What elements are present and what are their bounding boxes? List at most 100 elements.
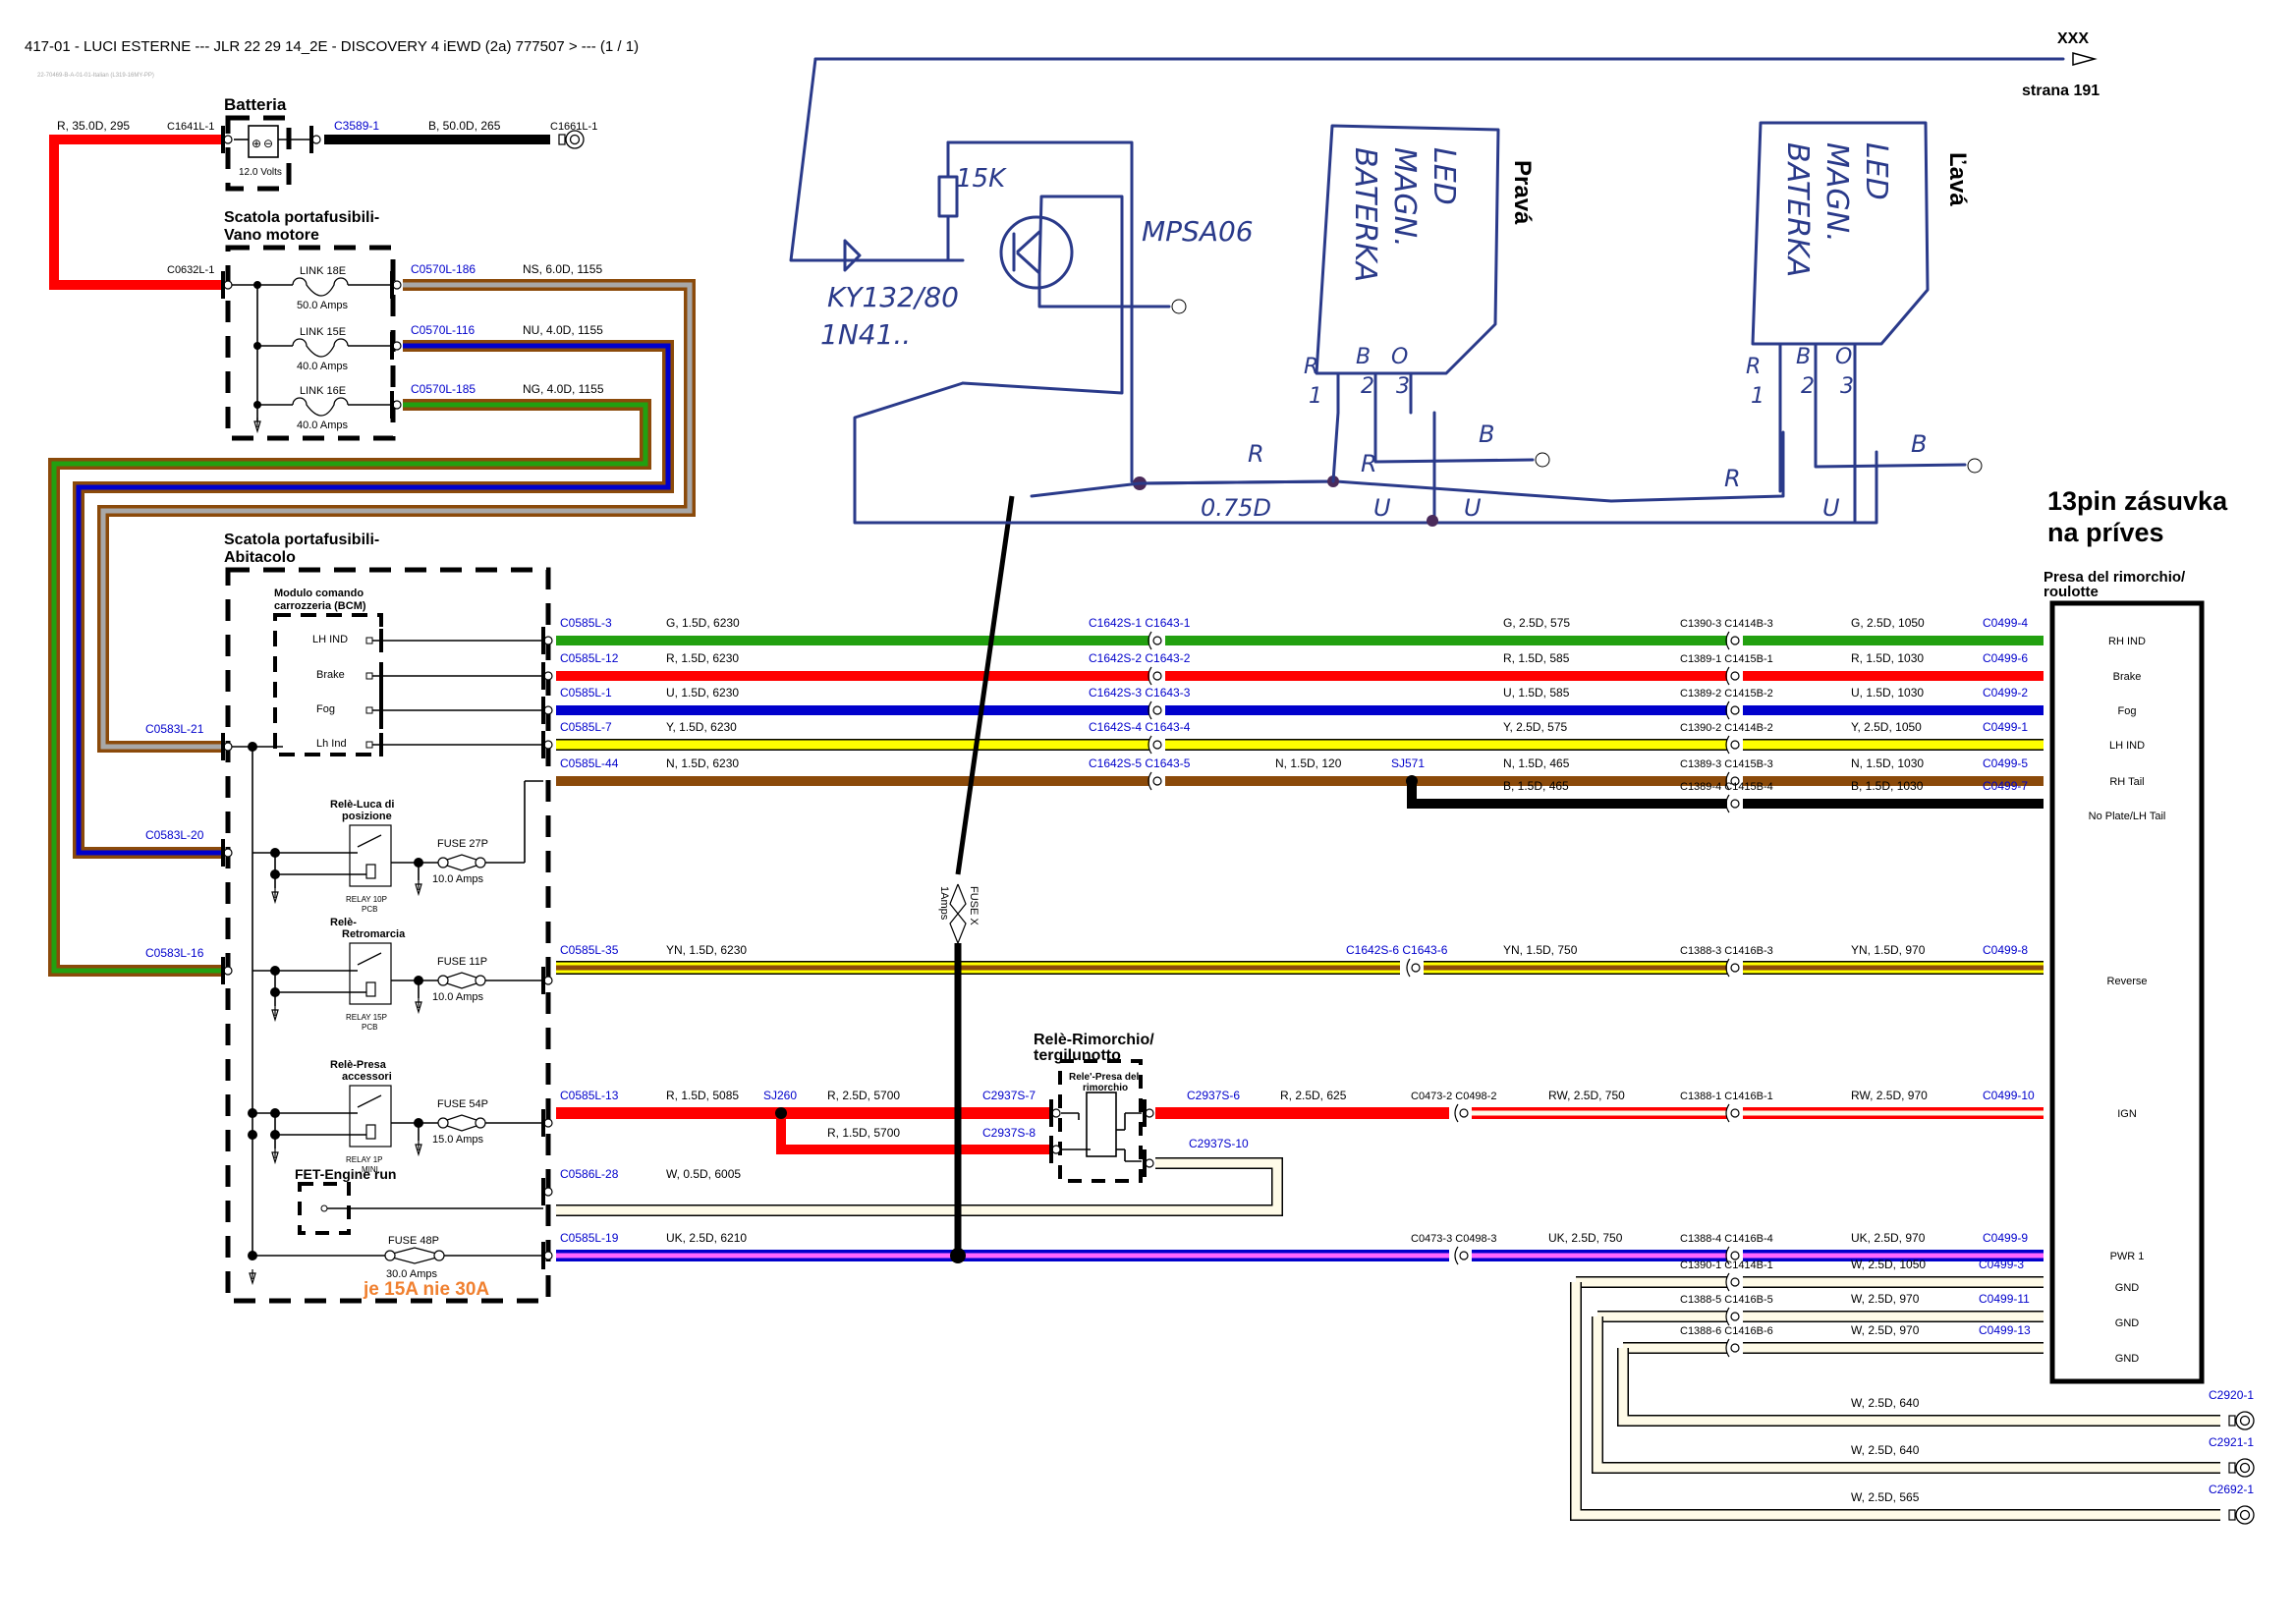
socket-pin-label: Reverse: [2107, 976, 2148, 987]
diagram-title: 417-01 - LUCI ESTERNE --- JLR 22 29 14_2…: [25, 38, 639, 55]
wire-label: R, 1.5D, 5085: [666, 1089, 739, 1102]
inline-connector-icon: [1725, 666, 1730, 686]
transistor-model: MPSA06: [1142, 215, 1254, 248]
relay-title: posizione: [342, 811, 392, 822]
inline-connector-icon: [1725, 1272, 1730, 1292]
splice-dot: [950, 1248, 966, 1263]
wire-trailer-relay-feedback: [556, 1158, 1282, 1215]
inline-connector-pin: [1459, 1251, 1469, 1260]
pen-wire-red: [1030, 430, 1785, 503]
offpage-label: XXX: [2057, 30, 2089, 47]
wire-label: G, 2.5D, 575: [1503, 616, 1570, 630]
inline-connector-icon: [1725, 1307, 1730, 1326]
chassis-ground-icon: [415, 880, 422, 897]
pen-wire-red-2: [1138, 479, 1338, 485]
battery-title: Batteria: [224, 95, 287, 114]
socket-conn: C0499-7: [1983, 779, 2028, 793]
wire-letter: R: [1724, 465, 1741, 492]
engine-fusebox-title-2: Vano motore: [224, 227, 319, 244]
circuit-start-conn: C0585L-13: [560, 1089, 619, 1102]
wire-letter: U: [1464, 494, 1482, 522]
relay-coil: [365, 864, 376, 879]
terminal-icon: [1051, 1108, 1061, 1118]
fuse-rating: 10.0 Amps: [432, 873, 483, 885]
ground-terminal-tab: [2228, 1415, 2236, 1427]
ground-terminal-icon: [1967, 458, 1983, 474]
inline-connector-pin: [1730, 740, 1740, 750]
chassis-ground-icon: [415, 998, 422, 1015]
wire-label: W, 2.5D, 640: [1851, 1396, 1920, 1410]
relay-type: MINI: [362, 1165, 378, 1174]
pen-junction-dot: [1427, 515, 1438, 527]
fet-engine-run-label: FET-Engine run: [295, 1166, 396, 1182]
relay-coil: [365, 981, 376, 997]
wire-label: W, 0.5D, 6005: [666, 1167, 741, 1181]
link-rating: 40.0 Amps: [297, 361, 348, 372]
relay-conn: C2937S-7: [982, 1089, 1036, 1102]
pin-label: 2: [1361, 374, 1374, 399]
link-rating: 40.0 Amps: [297, 420, 348, 431]
socket-conn: C0499-13: [1979, 1323, 2031, 1337]
pen-wire-loop-bottom: [853, 381, 1878, 525]
cabin-fusebox-title-1: Scatola portafusibili-: [224, 532, 379, 548]
battery: Batteria ⊕ ⊖ 12.0 Volts R, 35.0D, 295 C1…: [57, 95, 597, 192]
chassis-ground-icon: [271, 1006, 279, 1023]
led-left-label: Ľavá: [1944, 152, 1971, 206]
terminal-icon: [223, 742, 233, 752]
ground-terminal-tab: [558, 134, 566, 145]
chassis-ground-icon: [249, 1269, 256, 1286]
socket-heading-2: na príves: [2047, 518, 2164, 547]
bus-dot: [248, 1130, 257, 1140]
inline-conn-label: C1389-2 C1415B-2: [1680, 688, 1773, 700]
fusible-link-icon: [292, 397, 349, 417]
pin-label: 3: [1840, 374, 1854, 399]
relay-conn: C2937S-8: [982, 1126, 1036, 1140]
inline-conn-label: C1389-4 C1415B-4: [1680, 781, 1773, 793]
inline-connector-icon: [1148, 666, 1152, 686]
harness-ns-stripe: [100, 282, 693, 750]
fuse-correction-note: je 15A nie 30A: [363, 1279, 489, 1300]
pen-wire-collector: [946, 140, 1134, 483]
wire-label: R, 1.5D, 6230: [666, 651, 739, 665]
ground-terminal-inner: [2239, 1462, 2251, 1474]
terminal-icon: [543, 705, 553, 715]
terminal-icon: [543, 1118, 553, 1128]
wire-label: G, 1.5D, 6230: [666, 616, 740, 630]
bcm-title-2: carrozzeria (BCM): [274, 600, 366, 612]
offpage-reference: XXX strana 191: [2022, 30, 2100, 99]
led-module-left: [1751, 121, 1930, 346]
circuit-start-conn: C0585L-1: [560, 686, 612, 700]
wire-letter: R: [1248, 440, 1264, 468]
trailer-relay-title-1: Relè-Rimorchio/: [1034, 1032, 1154, 1048]
fet-pin-icon: [320, 1204, 328, 1212]
inline-connector-icon: [1148, 735, 1152, 755]
trailer-relay-inner-2: rimorchio: [1083, 1083, 1128, 1093]
inline-connector-icon: [1725, 735, 1730, 755]
terminal-icon: [1145, 1108, 1154, 1118]
led-module-right: [1315, 124, 1500, 375]
wire-label: YN, 1.5D, 970: [1851, 943, 1926, 957]
wire-label: R, 1.5D, 1030: [1851, 651, 1924, 665]
relay-title: Relè-: [330, 917, 357, 928]
inline-connector-pin: [1152, 740, 1162, 750]
relay-switch: [357, 952, 382, 966]
inline-conn-label: C1388-5 C1416B-5: [1680, 1294, 1773, 1306]
wire-label: YN, 1.5D, 6230: [666, 943, 747, 957]
wire-label: G, 2.5D, 1050: [1851, 616, 1925, 630]
bcm-box: [273, 613, 383, 756]
inline-connector-icon: [1725, 1246, 1730, 1265]
pin-label: R: [1746, 355, 1761, 379]
socket-conn: C0499-8: [1983, 943, 2028, 957]
pin-label: B: [1796, 345, 1811, 369]
wire-label: R, 2.5D, 625: [1280, 1089, 1347, 1102]
pen-wire-loop: [789, 57, 965, 262]
fuse-end: [437, 975, 449, 986]
socket-conn: C0499-10: [1983, 1089, 2035, 1102]
inline-connector-pin: [1152, 776, 1162, 786]
inline-connector-pin: [1730, 1343, 1740, 1353]
bcm-title-1: Modulo comando: [274, 588, 364, 599]
inline-conn-label: C1388-6 C1416B-6: [1680, 1325, 1773, 1337]
fuse-end: [475, 857, 486, 868]
wire-label: Y, 2.5D, 575: [1503, 720, 1567, 734]
battery-right-wire-label: B, 50.0D, 265: [428, 119, 501, 133]
